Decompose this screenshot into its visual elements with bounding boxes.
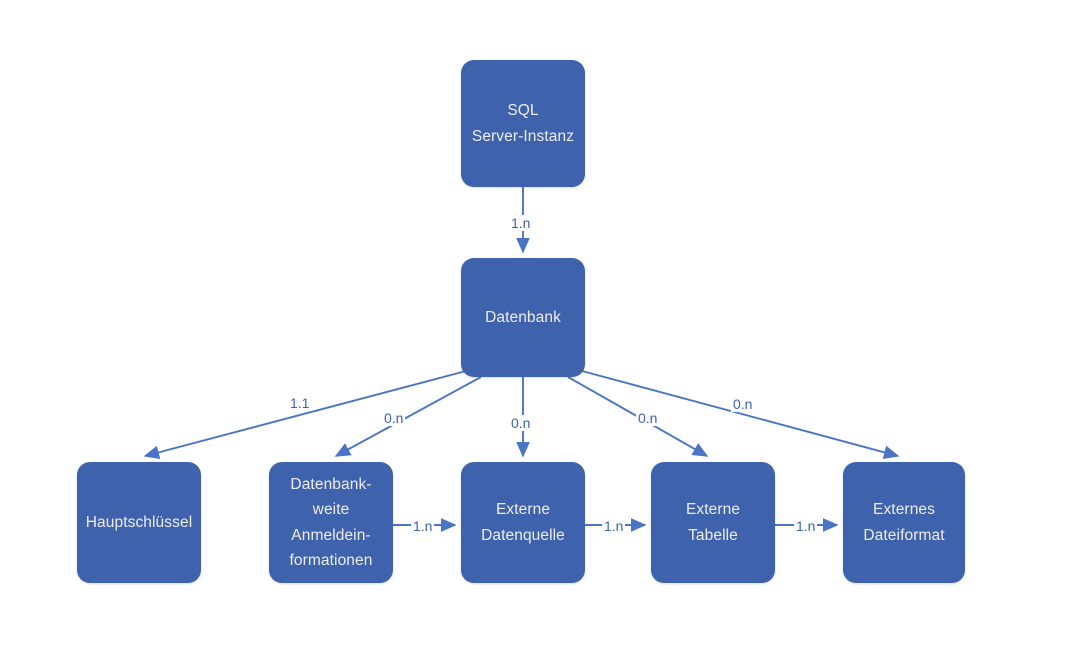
edge-label-anmeldeinformationen-to-externe-datenquelle: 1.n [411,518,435,534]
edge-label-datenbank-to-externe-datenquelle: 0.n [509,415,533,431]
node-label-line: Hauptschlüssel [85,513,193,531]
edge-label-datenbank-to-anmeldeinformationen: 0.n [382,410,406,426]
edge-label-datenbank-to-externe-tabelle: 0.n [636,410,660,426]
node-datenbankweite-anmeldeinformationen[interactable]: Datenbank- weite Anmeldein- formationen [269,462,393,583]
edge-datenbank-to-anmeldeinformationen [334,376,482,457]
edge-datenbank-to-externes-dateiformat [581,370,900,459]
node-label-line: weite [312,501,350,519]
node-label-line: Anmeldein- [291,526,371,544]
node-label-line: Externe [495,501,551,519]
node-label-line: Server-Instanz [471,127,575,145]
edge-label-externe-datenquelle-to-externe-tabelle: 1.n [602,518,626,534]
node-label-line: Datenbank [485,308,561,326]
node-label-line: formationen [289,551,373,569]
node-externe-tabelle[interactable]: Externe Tabelle [651,462,775,583]
node-label-line: Tabelle [688,526,738,544]
edge-datenbank-to-hauptschluessel [143,370,467,460]
node-label-line: Externe [685,501,741,519]
node-label-line: Datenbank- [290,476,372,494]
edge-label-externe-tabelle-to-externes-dateiformat: 1.n [794,518,818,534]
node-label-line: Dateiformat [863,526,945,544]
edge-label-datenbank-to-hauptschluessel: 1.1 [288,395,312,411]
node-datenbank[interactable]: Datenbank [461,258,585,377]
node-hauptschluessel[interactable]: Hauptschlüssel [77,462,201,583]
node-label-line: Datenquelle [481,526,565,544]
node-sql-server-instanz[interactable]: SQL Server-Instanz [461,60,585,187]
node-externes-dateiformat[interactable]: Externes Dateiformat [843,462,965,583]
node-label-line: SQL [507,102,539,120]
node-externe-datenquelle[interactable]: Externe Datenquelle [461,462,585,583]
node-label-line: Externes [873,501,935,519]
edge-label-sql-to-datenbank: 1.n [509,215,533,231]
edge-label-datenbank-to-externes-dateiformat: 0.n [731,396,755,412]
